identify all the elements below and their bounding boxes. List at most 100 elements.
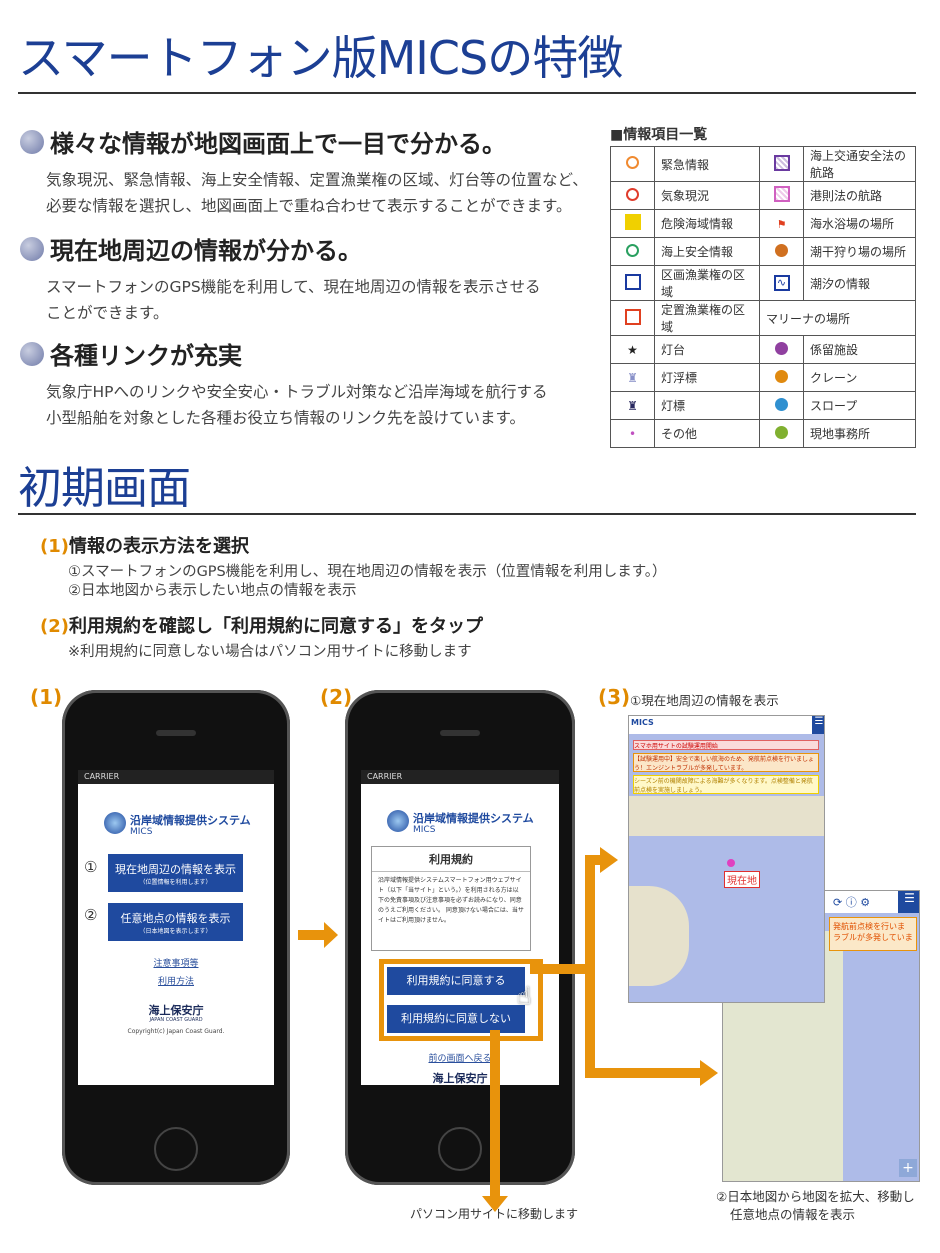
logo-sub: MICS [413,825,436,835]
purple-hatch-icon [773,154,790,171]
agency-logo: 海上保安庁 [432,1072,488,1085]
step-2-heading: (2)利用規約を確認し「利用規約に同意する」をタップ [40,616,483,637]
divider [18,513,916,515]
phone-2-label: (2) [320,685,353,709]
pc-caption: パソコン用サイトに移動します [410,1207,579,1221]
legend-label: 気象現況 [654,181,760,210]
arrow-down [490,1030,500,1198]
current-location-button[interactable]: 現在地周辺の情報を表示（位置情報を利用します） [108,854,243,892]
current-location-map-screen: MICS ☰ スマホ用サイトの試験運用開始 【試験運用中】安全で楽しい航海のため… [628,715,825,1003]
logo-sub: MICS [130,827,153,837]
notes-link[interactable]: 注意事項等 [153,959,199,969]
number-1: ① [84,858,98,876]
legend-label: 潮汐の情報 [803,265,916,301]
weather-icon [626,187,639,201]
legend-label: クレーン [803,363,916,392]
bullet-icon [20,129,44,154]
step-2-text: ※利用規約に同意しない場合はパソコン用サイトに移動します [68,644,472,660]
legend-row: ♜ 灯標 スロープ [610,391,916,420]
mics-logo: MICS [631,718,654,727]
beacon-icon: ♜ [627,398,638,413]
notice-2[interactable]: 【試験運用中】安全で楽しい航海のため、発航前点検を行いましょう！エンジントラブル… [633,753,819,772]
agency-logo: 海上保安庁 [148,1004,204,1017]
disagree-button[interactable]: 利用規約に同意しない [387,1005,525,1033]
features: 様々な情報が地図画面上で一目で分かる。 気象現況、緊急情報、海上安全情報、定置漁… [20,124,600,431]
arrowhead-icon [600,847,618,873]
legend-label: 区画漁業権の区域 [654,265,760,301]
tide-icon: ∿ [773,275,790,291]
terms-box[interactable]: 利用規約 沿岸域情報提供システムスマートフォン用ウェブサイト（以下「当サイト」と… [371,846,531,951]
arrowhead-icon [482,1196,508,1212]
feature-heading-3: 各種リンクが充実 [20,336,600,371]
section-title: 初期画面 [18,463,191,514]
alert-icon [626,156,639,169]
phone-1-screen: CARRIER 沿岸域情報提供システム MICS ① 現在地周辺の情報を表示（位… [78,770,274,1085]
usage-link[interactable]: 利用方法 [157,977,194,987]
panel-3-label: (3) [598,685,631,709]
phone-2: CARRIER 沿岸域情報提供システム MICS 利用規約 沿岸域情報提供システ… [345,690,575,1185]
step-1-text: ①スマートフォンのGPS機能を利用し、現在地周辺の情報を表示（位置情報を利用しま… [68,564,667,599]
feature-text-2: スマートフォンのGPS機能を利用して、現在地周辺の情報を表示させることができます… [46,278,541,322]
home-button[interactable] [438,1127,482,1171]
legend-row: ★ 灯台 係留施設 [610,335,916,364]
slope-icon [775,397,788,411]
legend-label: 灯浮標 [654,363,760,392]
flag-icon: ⚑ [776,217,787,231]
yellow-square-icon [624,214,641,230]
legend-table: 緊急情報海上交通安全法の航路気象現況港則法の航路危険海域情報⚑海水浴場の場所海上… [610,146,916,448]
notice-banner[interactable]: 発航前点検を行いまラブルが多発していま [829,917,917,951]
notice-3[interactable]: シーズン前の機関故障による海難が多くなります。点検整備と発航前点検を実施しましょ… [633,775,819,794]
red-square-icon [624,308,641,325]
page-title: スマートフォン版MICSの特徴 [18,31,623,85]
office-icon [775,425,788,439]
phone-2-screen: CARRIER 沿岸域情報提供システム MICS 利用規約 沿岸域情報提供システ… [361,770,559,1085]
current-location-label: 現在地 [724,871,760,888]
globe-logo-icon [387,810,409,832]
arrow-icon [298,930,326,940]
legend-label: 海水浴場の場所 [803,209,916,238]
legend-label: 現地事務所 [803,419,916,448]
legend-row: 危険海域情報 ⚑ 海水浴場の場所 [610,209,916,238]
buoy-icon: ♜ [627,370,638,385]
zoom-in-button[interactable]: + [899,1159,917,1177]
copyright: Copyright(c) Japan Coast Guard. [127,1028,225,1035]
logo-text: 沿岸域情報提供システム [130,814,251,827]
other-icon: • [628,426,637,441]
star-icon: ★ [627,342,638,357]
back-link[interactable]: 前の画面へ戻る [428,1054,492,1064]
menu-icon[interactable]: ☰ [898,891,919,913]
phone-1-label: (1) [30,685,63,709]
notice-1[interactable]: スマホ用サイトの試験運用開始 [633,740,819,750]
home-button[interactable] [154,1127,198,1171]
divider [18,92,916,94]
feature-heading-2: 現在地周辺の情報が分かる。 [20,231,600,266]
legend-label: 灯標 [654,391,760,420]
globe-logo-icon [104,812,126,834]
crane-icon [775,369,788,383]
pink-hatch-icon [773,186,790,202]
menu-icon[interactable]: ☰ [812,716,824,734]
hand-pointer-icon: ☝ [517,982,532,1010]
panel-3-caption: ①現在地周辺の情報を表示 [630,693,779,708]
any-location-button[interactable]: 任意地点の情報を表示（日本地図を表示します） [108,903,243,941]
agree-button[interactable]: 利用規約に同意する [387,967,525,995]
legend-label: 危険海域情報 [654,209,760,238]
legend-label: 緊急情報 [654,146,760,182]
mooring-icon [775,341,788,355]
legend-row: 気象現況 港則法の航路 [610,181,916,210]
feature-heading-1: 様々な情報が地図画面上で一目で分かる。 [20,124,600,159]
legend-label: 係留施設 [803,335,916,364]
feature-text-1: 気象現況、緊急情報、海上安全情報、定置漁業権の区域、灯台等の位置など、必要な情報… [46,171,588,215]
safety-icon [626,243,639,257]
bullet-icon [20,236,44,261]
legend-row: 区画漁業権の区域 ∿ 潮汐の情報 [610,265,916,301]
feature-text-3: 気象庁HPへのリンクや安全安心・トラブル対策など沿岸海域を航行する小型船舶を対象… [46,383,548,427]
legend-label: スロープ [803,391,916,420]
status-bar: CARRIER [78,770,274,784]
logo-text: 沿岸域情報提供システム [413,812,534,825]
legend-label: 港則法の航路 [803,181,916,210]
refresh-icon[interactable]: ⟳ ⓘ ⚙ [833,896,871,909]
arrowhead-icon [324,922,338,948]
legend-label: マリーナの場所 [759,300,916,336]
legend-label: 灯台 [654,335,760,364]
